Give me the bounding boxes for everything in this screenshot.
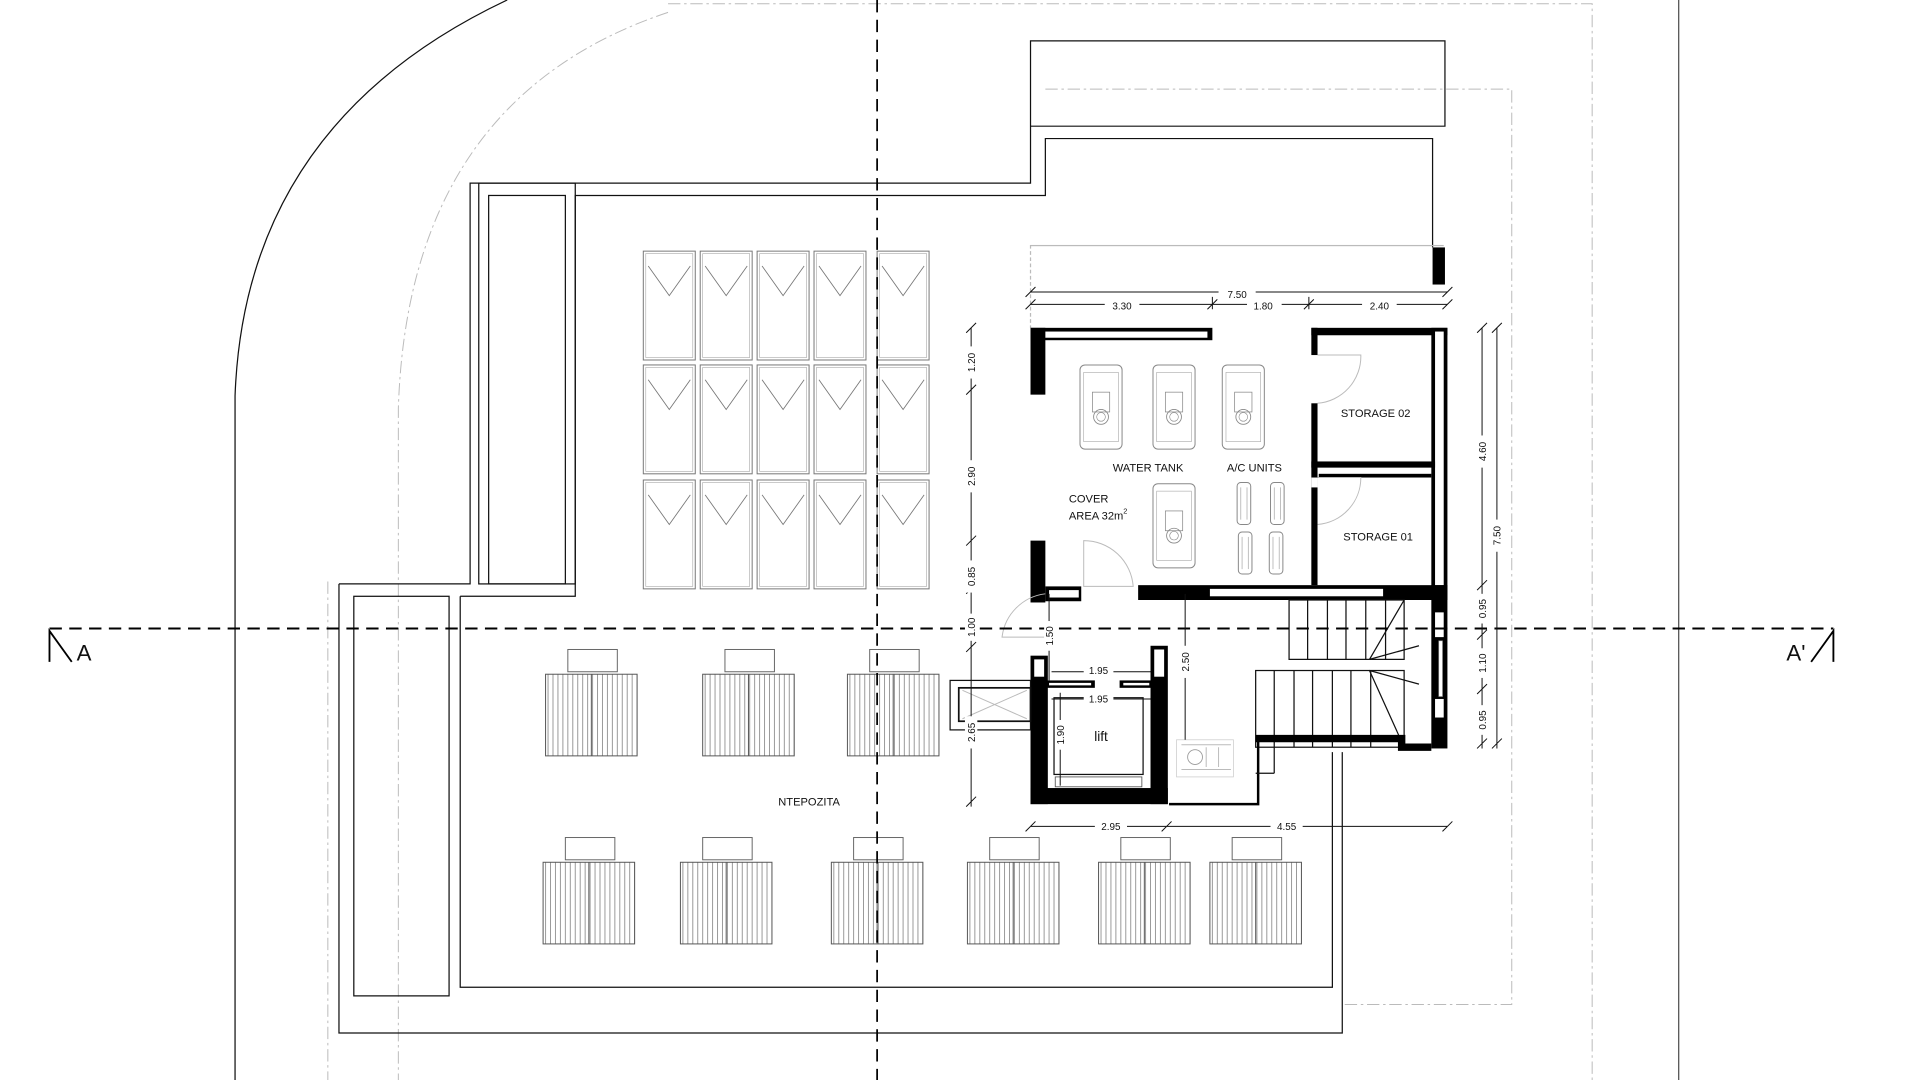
label-cover: COVER bbox=[1069, 493, 1109, 505]
setback-line-top bbox=[668, 3, 1593, 1080]
label-roof: NTEPOZITA bbox=[778, 796, 840, 808]
label-storage-01: STORAGE 01 bbox=[1343, 532, 1413, 544]
label-lift: lift bbox=[1094, 729, 1108, 744]
dim-left-4: 1.00 bbox=[967, 617, 978, 637]
section-label-left: A bbox=[77, 641, 92, 666]
label-cover-area: AREA 32m2 bbox=[1069, 506, 1128, 522]
dim-left-1: 1.20 bbox=[967, 352, 978, 372]
solar-panel-array bbox=[642, 250, 930, 590]
dim-left-3: 0.85 bbox=[967, 566, 978, 586]
dim-top-1: 3.30 bbox=[1112, 301, 1132, 312]
dimension-labels: 7.50 3.30 1.80 2.40 1.20 2.90 0.85 1.00 … bbox=[964, 288, 1504, 833]
label-water-tank: WATER TANK bbox=[1113, 462, 1184, 474]
dim-left-2: 2.90 bbox=[967, 466, 978, 486]
dim-top-3: 2.40 bbox=[1370, 301, 1390, 312]
setback-line bbox=[397, 11, 669, 1080]
section-line-a: A A' bbox=[48, 627, 1835, 666]
dim-hall: 2.50 bbox=[1181, 652, 1192, 672]
label-ac-units: A/C UNITS bbox=[1227, 462, 1282, 474]
room-labels: WATER TANK A/C UNITS COVER AREA 32m2 STO… bbox=[778, 408, 1413, 808]
dim-door-1: 1.50 bbox=[1045, 626, 1056, 646]
dim-lift-width-2: 1.95 bbox=[1089, 695, 1109, 706]
dim-top-total: 7.50 bbox=[1227, 290, 1247, 301]
dim-lift-width-1: 1.95 bbox=[1089, 666, 1109, 677]
dim-bottom-1: 2.95 bbox=[1101, 822, 1121, 833]
plot-boundary-arc bbox=[234, 0, 508, 1080]
dim-right-4: 0.95 bbox=[1478, 710, 1489, 730]
ac-units bbox=[1236, 481, 1285, 575]
dim-right-1: 4.60 bbox=[1478, 441, 1489, 461]
cover-area-value: AREA 32m bbox=[1069, 511, 1123, 523]
dim-left-5: 2.65 bbox=[967, 722, 978, 742]
dim-lift-depth: 1.90 bbox=[1056, 725, 1067, 745]
cover-area-superscript: 2 bbox=[1123, 506, 1127, 515]
staircase bbox=[1169, 599, 1432, 806]
section-label-right: A' bbox=[1786, 641, 1805, 666]
core-walls bbox=[1001, 327, 1448, 749]
dim-top-2: 1.80 bbox=[1253, 301, 1273, 312]
building-outline bbox=[338, 40, 1446, 1034]
dim-bottom-2: 4.55 bbox=[1277, 822, 1297, 833]
label-storage-02: STORAGE 02 bbox=[1341, 408, 1411, 420]
wheelchair-symbol bbox=[1176, 739, 1234, 778]
dim-right-total: 7.50 bbox=[1493, 526, 1504, 546]
dim-right-2: 0.95 bbox=[1478, 599, 1489, 619]
dim-right-3: 1.10 bbox=[1478, 653, 1489, 673]
solar-water-heaters bbox=[542, 648, 1302, 945]
setback-line-inner bbox=[1045, 88, 1513, 1006]
